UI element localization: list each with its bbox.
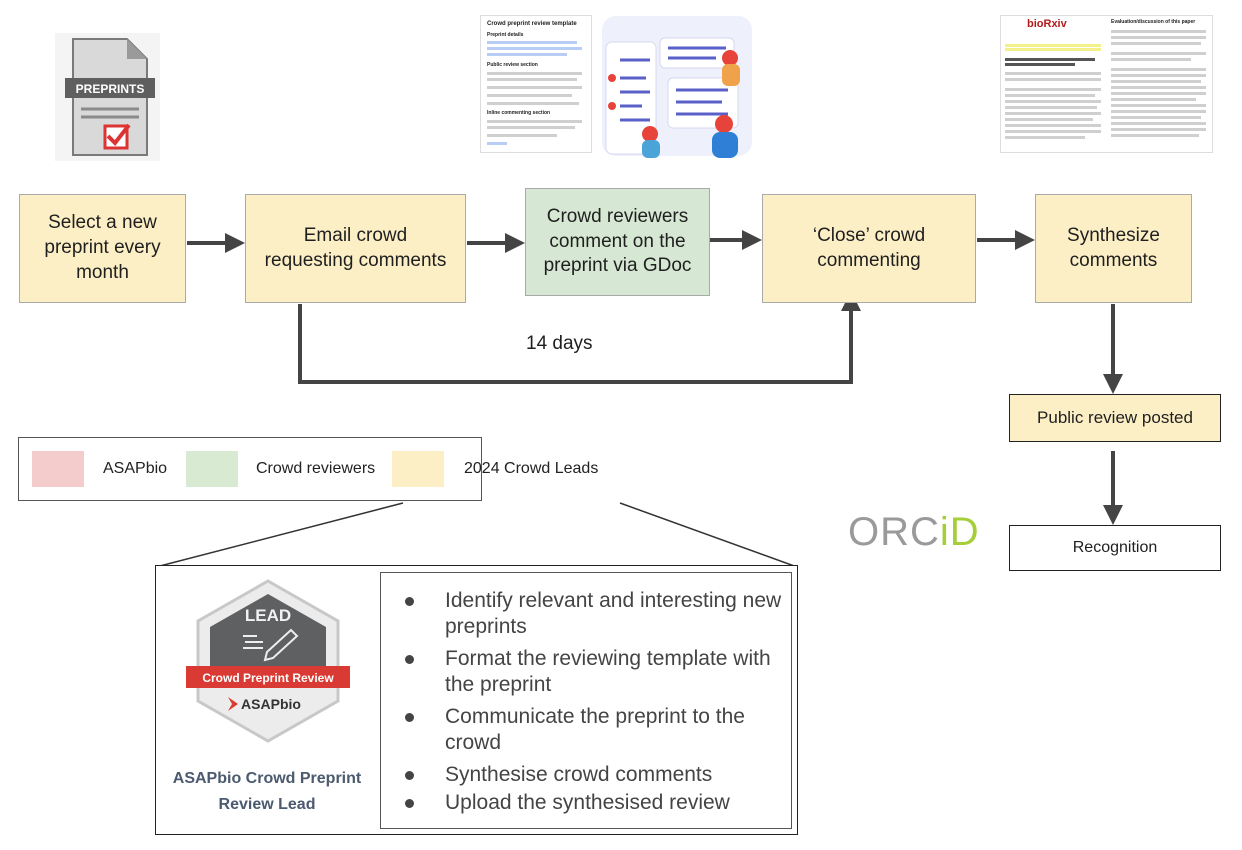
step-synthesize-label: Synthesize comments — [1067, 224, 1160, 271]
legend-swatch-crowd-reviewers — [186, 451, 238, 487]
badge-top-text: LEAD — [245, 606, 291, 625]
lead-task-item: Format the reviewing template with the p… — [381, 646, 786, 698]
preprints-image: PREPRINTS — [55, 33, 160, 161]
arrow-email-loop-to-close — [298, 291, 861, 384]
duration-label: 14 days — [526, 333, 593, 354]
legend-swatch-crowd-leads — [392, 451, 444, 487]
bullet-icon — [405, 655, 414, 664]
orcid-logo-id: iD — [939, 510, 980, 554]
orcid-logo: ORCiD — [848, 510, 980, 555]
step-close-commenting: ‘Close’ crowd commenting — [762, 194, 976, 303]
lead-task-item: Communicate the preprint to the crowd — [381, 704, 786, 756]
legend-label-crowd-reviewers: Crowd reviewers — [256, 460, 376, 477]
step-select-label: Select a new preprint every month — [44, 212, 161, 283]
lead-task-item: Upload the synthesised review — [381, 790, 786, 816]
badge-ribbon — [186, 666, 350, 688]
step-public-review: Public review posted — [1009, 394, 1221, 442]
lead-task-text: Format the reviewing template with the p… — [445, 647, 771, 696]
lead-task-text: Communicate the preprint to the crowd — [445, 705, 745, 754]
bullet-icon — [405, 771, 414, 780]
bullet-icon — [405, 597, 414, 606]
lead-badge: LEAD Crowd Preprint Review ASAPbio — [186, 579, 350, 743]
biorxiv-screenshot: bioRxiv Evaluation/discussion of this pa… — [1000, 15, 1213, 153]
collaboration-drawing — [602, 16, 752, 158]
template-title: Crowd preprint review template — [487, 21, 577, 27]
preprints-banner-text: PREPRINTS — [76, 82, 145, 96]
lead-task-item: Synthesise crowd comments — [381, 762, 786, 788]
pencil-icon — [243, 628, 299, 662]
bullet-icon — [405, 799, 414, 808]
step-email-label: Email crowd requesting comments — [264, 224, 447, 271]
step-synthesize: Synthesize comments — [1035, 194, 1192, 303]
orcid-logo-main: ORC — [848, 510, 940, 554]
step-crowd-comment: Crowd reviewers comment on the preprint … — [525, 188, 710, 296]
lead-task-box: Identify relevant and interesting new pr… — [380, 572, 792, 829]
template-section-details: Preprint details — [487, 32, 524, 38]
lead-task-text: Upload the synthesised review — [445, 791, 730, 814]
biorxiv-panel-title: Evaluation/discussion of this paper — [1111, 19, 1196, 25]
step-comment-label: Crowd reviewers comment on the preprint … — [543, 205, 692, 277]
bullet-icon — [405, 713, 414, 722]
legend-label-crowd-leads: 2024 Crowd Leads — [464, 460, 599, 477]
lead-panel: LEAD Crowd Preprint Review ASAPbio ASAPb… — [155, 565, 798, 835]
step-recognition: Recognition — [1009, 525, 1221, 571]
zoom-line-right — [619, 502, 798, 568]
lead-task-text: Identify relevant and interesting new pr… — [445, 589, 782, 638]
badge-org-text: ASAPbio — [241, 696, 301, 712]
step-select-preprint: Select a new preprint every month — [19, 194, 186, 303]
step-close-label: ‘Close’ crowd commenting — [812, 224, 926, 271]
biorxiv-logo: bioRxiv — [1027, 18, 1067, 30]
lead-task-item: Identify relevant and interesting new pr… — [381, 588, 786, 640]
collaboration-illustration — [598, 12, 760, 164]
template-section-public: Public review section — [487, 62, 538, 68]
legend: ASAPbio Crowd reviewers 2024 Crowd Leads — [18, 437, 598, 501]
lead-caption: ASAPbio Crowd Preprint Review Lead — [172, 770, 362, 813]
legend-label-asapbio: ASAPbio — [103, 460, 168, 477]
legend-swatch-asapbio — [32, 451, 84, 487]
zoom-line-left — [155, 502, 404, 568]
step-email-crowd: Email crowd requesting comments — [245, 194, 466, 303]
review-template-image: Crowd preprint review template Preprint … — [480, 15, 592, 153]
badge-inner-hexagon — [210, 594, 326, 666]
asapbio-arrow-icon — [228, 697, 238, 711]
template-section-inline: Inline commenting section — [487, 110, 551, 116]
step-public-label: Public review posted — [1037, 407, 1193, 427]
preprints-document-icon: PREPRINTS — [65, 38, 155, 156]
lead-task-text: Synthesise crowd comments — [445, 763, 713, 786]
step-recognition-label: Recognition — [1072, 538, 1158, 556]
badge-ribbon-text: Crowd Preprint Review — [202, 671, 334, 685]
